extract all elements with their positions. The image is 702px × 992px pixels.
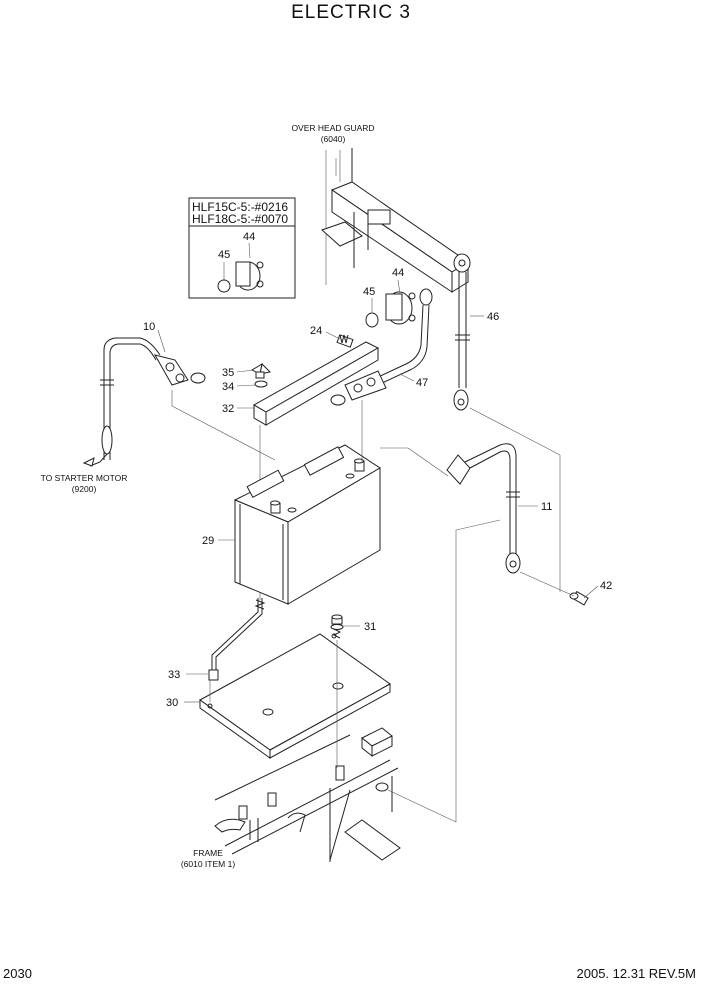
- cable-10: [82, 337, 206, 467]
- bolt-31: [330, 614, 344, 639]
- callout-42: 42: [600, 580, 612, 592]
- wing-nut-35: [250, 362, 272, 379]
- inset-callout-45: 45: [218, 249, 230, 261]
- battery-29: [233, 444, 381, 605]
- frame: [214, 727, 401, 862]
- cable-47: [330, 288, 433, 406]
- plate-30: [199, 633, 391, 759]
- bolt-42: [569, 590, 589, 606]
- reference-lines: [171, 158, 575, 823]
- callout-31: 31: [364, 621, 376, 633]
- callout-24: 24: [310, 325, 322, 337]
- washer-34: [254, 380, 268, 388]
- callout-30: 30: [166, 697, 178, 709]
- over-head-guard-code: (6040): [321, 134, 346, 144]
- callout-45: 45: [363, 286, 375, 298]
- callout-47: 47: [416, 377, 428, 389]
- cable-11: [446, 443, 521, 574]
- inset-serial-1: HLF15C-5:-#0216: [192, 200, 288, 214]
- callout-32: 32: [222, 403, 234, 415]
- cable-46: [453, 253, 471, 411]
- callout-leaders: [157, 279, 599, 703]
- callout-33: 33: [168, 669, 180, 681]
- inset-callout-44: 44: [243, 231, 255, 243]
- frame-code: (6010 ITEM 1): [181, 859, 235, 869]
- starter-motor-label: TO STARTER MOTOR: [41, 473, 128, 483]
- inset-box: HLF15C-5:-#0216 HLF18C-5:-#0070 44 45: [188, 197, 296, 299]
- frame-label: FRAME: [193, 848, 223, 858]
- callout-34: 34: [222, 381, 234, 393]
- over-head-guard: [321, 148, 469, 293]
- revision-date: 2005. 12.31 REV.5M: [576, 966, 697, 981]
- page-number: 2030: [3, 966, 32, 981]
- page-title: ELECTRIC 3: [291, 2, 411, 23]
- relay-44: [365, 291, 416, 328]
- rod-33: [208, 598, 266, 681]
- starter-motor-code: (9200): [72, 484, 97, 494]
- callout-44: 44: [392, 267, 404, 279]
- callout-46: 46: [487, 311, 499, 323]
- callout-10: 10: [143, 321, 155, 333]
- bar-32: [252, 341, 380, 600]
- bolt-24: [336, 334, 354, 348]
- over-head-guard-label: OVER HEAD GUARD: [291, 123, 374, 133]
- inset-serial-2: HLF18C-5:-#0070: [192, 212, 288, 226]
- callout-29: 29: [202, 535, 214, 547]
- callout-35: 35: [222, 367, 234, 379]
- callout-11: 11: [541, 501, 552, 513]
